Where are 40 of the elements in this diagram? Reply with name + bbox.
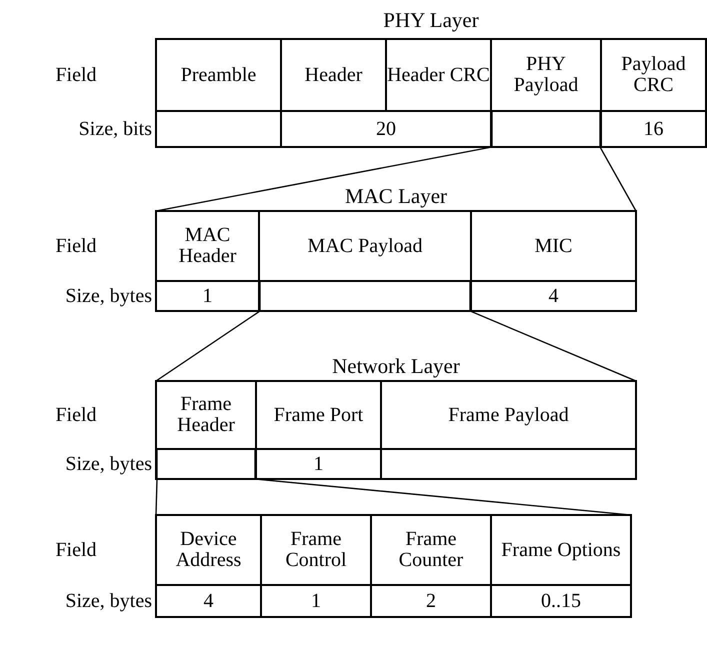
row-label: Size, bits — [78, 118, 152, 140]
layer-title: MAC Layer — [344, 183, 448, 209]
size-value: 2 — [426, 590, 436, 612]
size-value: 1 — [202, 286, 212, 306]
layer-title: PHY Layer — [383, 7, 479, 33]
field-cell: Frame Payload — [381, 381, 636, 449]
row-label: Field — [55, 539, 97, 561]
field-cell: Frame Counter — [371, 515, 491, 585]
field-cell: Frame Header — [156, 381, 256, 449]
expansion-line — [155, 448, 158, 516]
field-cell: Frame Options — [491, 515, 631, 585]
size-value: 16 — [644, 118, 664, 140]
expansion-line — [156, 280, 261, 382]
row-label: Field — [55, 404, 97, 426]
size-value: 4 — [204, 590, 214, 612]
size-value: 0..15 — [541, 590, 581, 612]
field-cell: Header — [281, 39, 386, 111]
layer-title: Network Layer — [332, 353, 460, 379]
row-label: Field — [55, 64, 97, 86]
field-cell: Device Address — [156, 515, 261, 585]
size-value: 1 — [314, 454, 324, 474]
field-table — [155, 514, 632, 618]
field-cell: PHY Payload — [491, 39, 601, 111]
row-label: Size, bytes — [65, 285, 152, 307]
row-label: Size, bytes — [65, 453, 152, 475]
field-cell: MAC Payload — [259, 211, 471, 281]
field-cell: Header CRC — [386, 39, 491, 111]
size-value: 20 — [376, 118, 396, 140]
field-cell: MIC — [471, 211, 636, 281]
size-value: 1 — [311, 590, 321, 612]
field-cell: Preamble — [156, 39, 281, 111]
row-label: Size, bytes — [65, 590, 152, 612]
expansion-line — [599, 110, 637, 212]
field-cell: MAC Header — [156, 211, 259, 281]
field-cell: Frame Control — [261, 515, 371, 585]
row-label: Field — [55, 235, 97, 257]
size-value: 4 — [548, 286, 558, 306]
field-cell: Frame Port — [256, 381, 381, 449]
field-cell: Payload CRC — [601, 39, 706, 111]
expansion-line — [469, 280, 636, 382]
